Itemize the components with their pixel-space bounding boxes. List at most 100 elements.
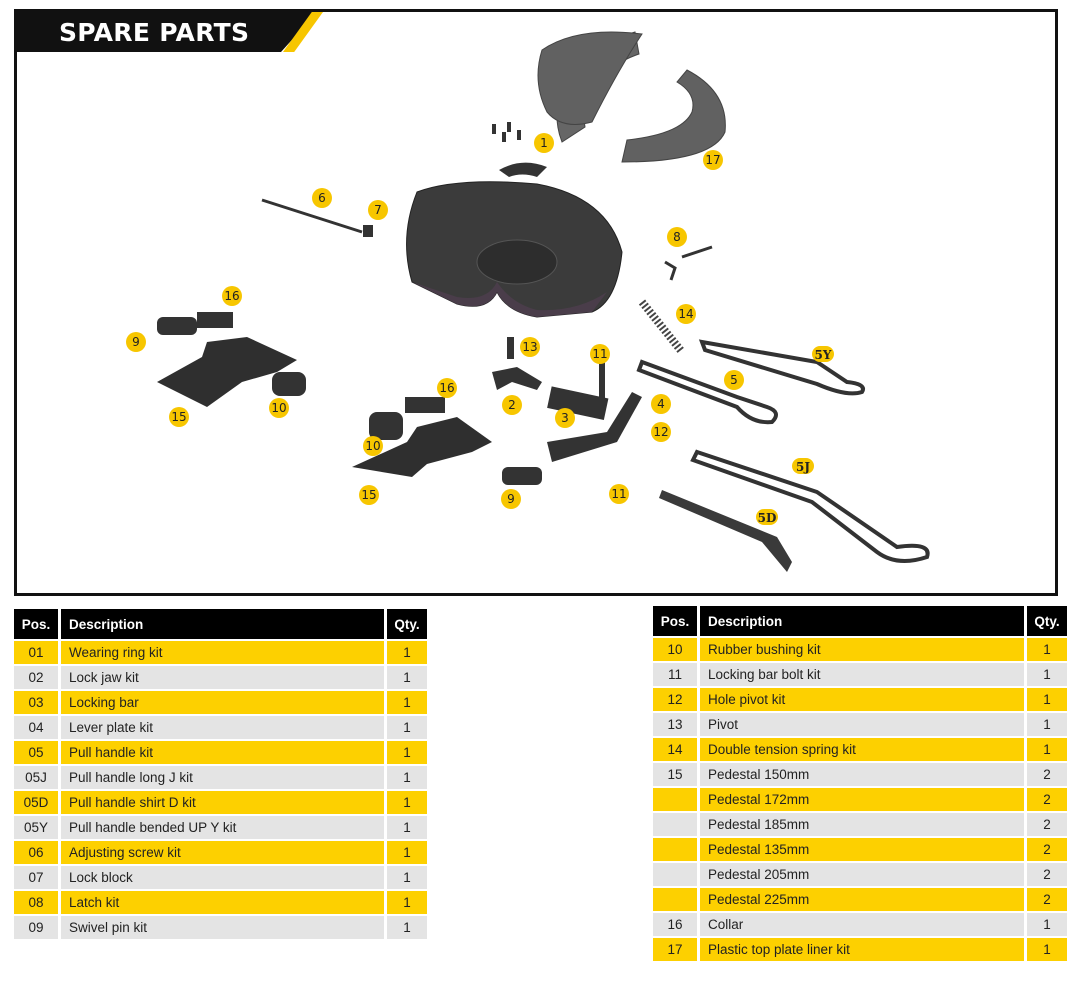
qty-cell: 1: [1027, 913, 1067, 936]
qty-cell: 1: [387, 691, 427, 714]
page-title: SPARE PARTS: [59, 18, 250, 47]
pos-cell: 05: [14, 741, 61, 764]
table-header-row: Pos. Description Qty.: [653, 606, 1067, 636]
liner-left-body: [537, 31, 643, 125]
callout-17: 17: [703, 150, 723, 170]
qty-cell: 2: [1027, 838, 1067, 861]
callout-7: 7: [368, 200, 388, 220]
description-cell: Hole pivot kit: [700, 688, 1027, 711]
description-cell: Pull handle shirt D kit: [61, 791, 387, 814]
collar-right-part: [405, 397, 445, 413]
qty-cell: 1: [387, 891, 427, 914]
callout-4: 4: [651, 394, 671, 414]
callout-14: 14: [676, 304, 696, 324]
callout-10b: 10: [363, 436, 383, 456]
pos-cell: 09: [14, 916, 61, 939]
svg-text:10: 10: [365, 439, 380, 453]
qty-cell: 2: [1027, 813, 1067, 836]
pull-handle-5d-part: [659, 490, 792, 572]
pos-cell: 10: [653, 638, 700, 661]
qty-cell: 1: [387, 791, 427, 814]
pedestal-left-part: [157, 337, 297, 407]
pos-cell: 15: [653, 763, 700, 786]
qty-cell: 1: [387, 716, 427, 739]
pos-cell: 06: [14, 841, 61, 864]
qty-cell: 2: [1027, 788, 1067, 811]
description-cell: Lever plate kit: [61, 716, 387, 739]
pos-cell: 17: [653, 938, 700, 961]
svg-text:8: 8: [673, 230, 681, 244]
svg-text:5: 5: [730, 373, 738, 387]
svg-text:15: 15: [361, 488, 376, 502]
svg-text:17: 17: [705, 153, 720, 167]
description-cell: Locking bar: [61, 691, 387, 714]
svg-text:1: 1: [540, 136, 548, 150]
callout-1: 1: [534, 133, 554, 153]
swivel-pin-right-part: [502, 467, 542, 485]
svg-text:5J: 5J: [796, 460, 810, 474]
description-cell: Swivel pin kit: [61, 916, 387, 939]
description-cell: Pedestal 135mm: [700, 838, 1027, 861]
callout-5d: 5D: [756, 509, 778, 525]
description-cell: Lock block: [61, 866, 387, 889]
description-cell: Double tension spring kit: [700, 738, 1027, 761]
title-banner: [17, 12, 317, 52]
qty-cell: 1: [387, 666, 427, 689]
pos-cell: 05D: [14, 791, 61, 814]
coupler-side: [412, 282, 607, 317]
pos-cell: [653, 863, 700, 886]
callout-16b: 16: [437, 378, 457, 398]
qty-cell: 1: [1027, 738, 1067, 761]
callout-5: 5: [724, 370, 744, 390]
table-header-row: Pos. Description Qty.: [14, 609, 427, 639]
description-cell: Pivot: [700, 713, 1027, 736]
callout-13: 13: [520, 337, 540, 357]
lock-block-part: [363, 225, 373, 237]
callout-16a: 16: [222, 286, 242, 306]
liner-right-body: [621, 69, 726, 163]
header-description: Description: [61, 609, 387, 639]
description-cell: Pull handle bended UP Y kit: [61, 816, 387, 839]
svg-text:9: 9: [132, 335, 140, 349]
pull-handle-5-part: [636, 359, 778, 425]
pos-cell: [653, 888, 700, 911]
callout-10a: 10: [269, 398, 289, 418]
pos-cell: 07: [14, 866, 61, 889]
callout-6: 6: [312, 188, 332, 208]
qty-cell: 1: [1027, 663, 1067, 686]
qty-cell: 1: [387, 841, 427, 864]
pos-cell: [653, 813, 700, 836]
description-cell: Pull handle long J kit: [61, 766, 387, 789]
qty-cell: 1: [387, 641, 427, 664]
pull-handle-5y-part: [698, 339, 865, 396]
header-qty: Qty.: [387, 609, 427, 639]
callout-11a: 11: [590, 344, 610, 364]
callout-9b: 9: [501, 489, 521, 509]
callout-12: 12: [651, 422, 671, 442]
description-cell: Pedestal 185mm: [700, 813, 1027, 836]
svg-text:11: 11: [611, 487, 626, 501]
qty-cell: 2: [1027, 763, 1067, 786]
collar-left-part: [197, 312, 233, 328]
pos-cell: 08: [14, 891, 61, 914]
latch-part: [664, 245, 713, 281]
qty-cell: 1: [1027, 688, 1067, 711]
callout-8: 8: [667, 227, 687, 247]
locking-bar-bolt-part: [599, 362, 605, 400]
svg-text:9: 9: [507, 492, 515, 506]
callout-11b: 11: [609, 484, 629, 504]
